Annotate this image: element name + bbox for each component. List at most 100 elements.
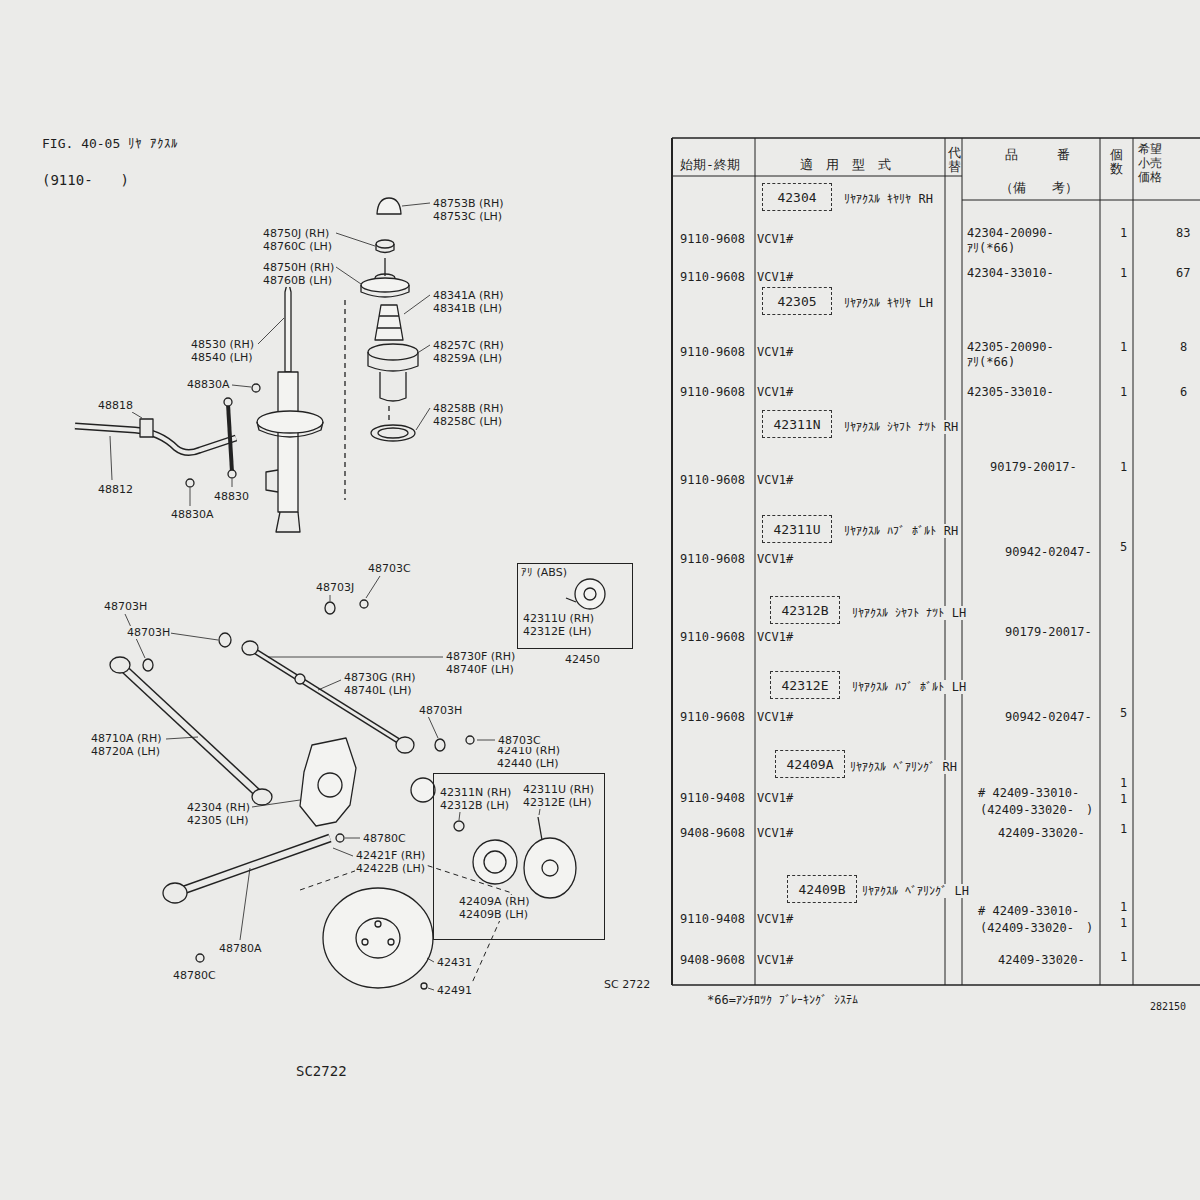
part-name: ﾘﾔｱｸｽﾙ ﾍﾞｱﾘﾝｸﾞ RH (848, 760, 959, 774)
table-cell: 9110-9408 (680, 912, 745, 926)
callout-number: 42312E (LH) (522, 796, 592, 809)
table-cell: 1 (1120, 792, 1127, 806)
callout-number: 48710A (RH) (90, 732, 163, 745)
part-name: ﾘﾔｱｸｽﾙ ｼﾔﾌﾄ ﾅﾂﾄ LH (850, 606, 968, 620)
table-cell: VCV1# (757, 912, 793, 926)
table-cell: (42409-33020- ) (980, 920, 1093, 937)
table-cell-text: 1 (1120, 950, 1127, 964)
callout-number: 42311N (RH) (439, 786, 512, 799)
table-cell-text: 9110-9608 (680, 630, 745, 644)
part-number-box: 42409B (787, 875, 857, 903)
callout-number: 48703J (315, 581, 355, 594)
table-cell: VCV1# (757, 826, 793, 840)
table-cell-text: 9110-9608 (680, 232, 745, 246)
callout-number: 42409B (LH) (458, 908, 529, 921)
table-header: 適 用 型 式 (800, 156, 891, 174)
callout-number: 48703H (103, 600, 148, 613)
table-cell-text: VCV1# (757, 345, 793, 359)
table-cell-text: 42304-20090- (967, 226, 1054, 240)
callout-number-text: 48753C (LH) (433, 210, 502, 223)
callout-number-text: 48812 (98, 483, 133, 496)
table-header: 個数 (1110, 148, 1123, 177)
table-cell-text: *66=ｱﾝﾁﾛﾂｸ ﾌﾞﾚｰｷﾝｸﾞ ｼｽﾃﾑ (707, 993, 858, 1007)
table-cell: VCV1# (757, 473, 793, 487)
table-cell-text: VCV1# (757, 791, 793, 805)
callout-number: 48341B (LH) (432, 302, 503, 315)
table-cell-text: 90179-20017- (1005, 625, 1092, 639)
part-name: ﾘﾔｱｸｽﾙ ﾊﾌﾞ ﾎﾞﾙﾄ LH (850, 680, 968, 694)
callout-number: 48258B (RH) (432, 402, 505, 415)
table-cell: 90179-20017- (1005, 625, 1092, 639)
table-cell-text: 9408-9608 (680, 826, 745, 840)
callout-number: 42409A (RH) (458, 895, 531, 908)
table-cell-text: 9110-9608 (680, 385, 745, 399)
table-cell-text: VCV1# (757, 552, 793, 566)
table-cell: *66=ｱﾝﾁﾛﾂｸ ﾌﾞﾚｰｷﾝｸﾞ ｼｽﾃﾑ (707, 993, 858, 1007)
callout-number-text: 48818 (98, 399, 133, 412)
table-cell: # 42409-33010- (978, 786, 1079, 800)
table-cell: VCV1# (757, 345, 793, 359)
part-name-text: ﾘﾔｱｸｽﾙ ｼﾔﾌﾄ ﾅﾂﾄ LH (852, 606, 966, 620)
part-number-box: 42311N (762, 410, 832, 438)
callout-number-text: 48760B (LH) (263, 274, 332, 287)
table-cell: 90942-02047- (1005, 710, 1092, 724)
table-cell: 8 (1180, 340, 1187, 354)
callout-number: 48740L (LH) (343, 684, 413, 697)
callout-number-text: 48703J (316, 581, 354, 594)
callout-number-text: 48750H (RH) (263, 261, 334, 274)
table-cell: 5 (1120, 540, 1127, 554)
part-name: ﾘﾔｱｸｽﾙ ﾍﾞｱﾘﾝｸﾞ LH (860, 884, 971, 898)
callout-number: 48812 (97, 483, 134, 496)
table-cell-text: VCV1# (757, 270, 793, 284)
node-text: 42410 (RH) 42440 (LH) (497, 744, 577, 770)
table-cell: 42304-20090- (967, 226, 1054, 240)
callout-number-text: 48780C (173, 969, 216, 982)
callout-number: 48780C (362, 832, 407, 845)
page-note: SC2722 (296, 1063, 347, 1079)
callout-number: 48257C (RH) (432, 339, 505, 352)
callout-number-text: 48760C (LH) (263, 240, 332, 253)
table-cell-text: 1 (1120, 900, 1127, 914)
callout-number: 48703C (367, 562, 412, 575)
callout-number: 48258C (LH) (432, 415, 503, 428)
table-cell: 1 (1120, 385, 1127, 399)
callout-number: 48830A (170, 508, 215, 521)
table-cell: 9110-9608 (680, 630, 745, 644)
figure-title: FIG. 40-05 ﾘﾔ ｱｸｽﾙ (42, 136, 178, 151)
callout-number-text: 48258B (RH) (433, 402, 504, 415)
callout-number: 48753B (RH) (432, 197, 505, 210)
table-cell-text: (42409-33020- ) (980, 921, 1093, 935)
callout-number: 48341A (RH) (432, 289, 505, 302)
table-cell: 90179-20017- (990, 460, 1077, 474)
callout-number: 48703H (126, 626, 171, 639)
callout-number-text: 48540 (LH) (191, 351, 252, 364)
callout-number: 42305 (LH) (186, 814, 249, 827)
part-name: ﾘﾔｱｸｽﾙ ｷﾔﾘﾔ LH (842, 296, 935, 310)
table-cell: 1 (1120, 266, 1127, 280)
callout-number-text: 48780A (219, 942, 262, 955)
callout-number-text: 42312E (LH) (523, 625, 591, 638)
callout-number-text: 48703H (127, 626, 170, 639)
table-cell: 42409-33020- (998, 826, 1085, 840)
table-cell: 1 (1120, 776, 1127, 790)
table-header-text: 個数 (1110, 147, 1123, 176)
callout-number-text: 42311U (RH) (523, 612, 594, 625)
table-cell-text: 90942-02047- (1005, 710, 1092, 724)
callout-number-text: 48740L (LH) (344, 684, 412, 697)
callout-number-text: 48740F (LH) (446, 663, 514, 676)
table-cell-text: 90942-02047- (1005, 545, 1092, 559)
callout-number: 48830A (186, 378, 231, 391)
table-cell-text: (42409-33020- ) (980, 803, 1093, 817)
node-text: ｱﾘ (ABS) (521, 566, 567, 579)
part-number-box: 42304 (762, 183, 832, 211)
table-cell-text: 9110-9608 (680, 552, 745, 566)
table-cell-text: VCV1# (757, 385, 793, 399)
callout-number-text: 42312E (LH) (523, 796, 591, 809)
callout-number: 48760C (LH) (262, 240, 333, 253)
part-name-text: ﾘﾔｱｸｽﾙ ﾍﾞｱﾘﾝｸﾞ RH (850, 760, 957, 774)
callout-number: 48750J (RH) (262, 227, 330, 240)
callout-number: 48740F (LH) (445, 663, 515, 676)
table-header-text: 品 番 (1005, 147, 1070, 162)
table-cell: 6 (1180, 385, 1187, 399)
table-cell-text: 9110-9408 (680, 791, 745, 805)
